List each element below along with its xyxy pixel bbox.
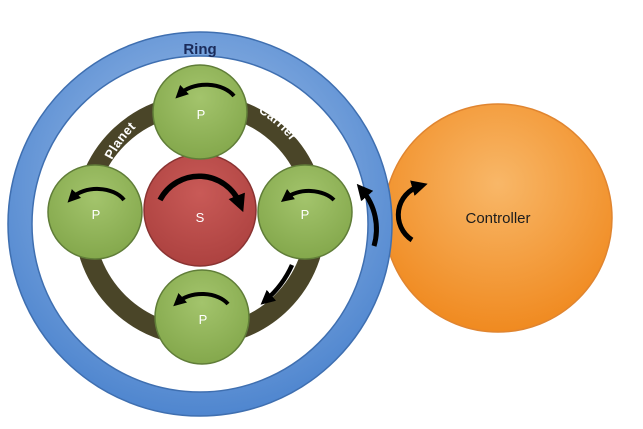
planet-right-rotation-arrow [280, 188, 336, 202]
planet-top-rotation-arrow [175, 82, 236, 99]
sun-rotation-arrow [157, 173, 245, 213]
planet-left-rotation-arrow [67, 186, 126, 203]
planet-label-top: P [197, 107, 206, 122]
ring-rotation-arrow [356, 183, 379, 247]
planet-label-bottom: P [199, 312, 208, 327]
controller-rotation-arrow [395, 180, 428, 243]
planet-gear-left [47, 164, 143, 260]
planet-label-right: P [301, 207, 310, 222]
planet-gear-right [257, 164, 353, 260]
planet-label-left: P [92, 207, 101, 222]
ring-label: Ring [183, 41, 216, 58]
controller-label: Controller [465, 210, 530, 227]
planet-bottom-rotation-arrow [173, 291, 230, 307]
carrier-rotation-arrow [260, 264, 295, 305]
sun-label: S [196, 210, 205, 225]
